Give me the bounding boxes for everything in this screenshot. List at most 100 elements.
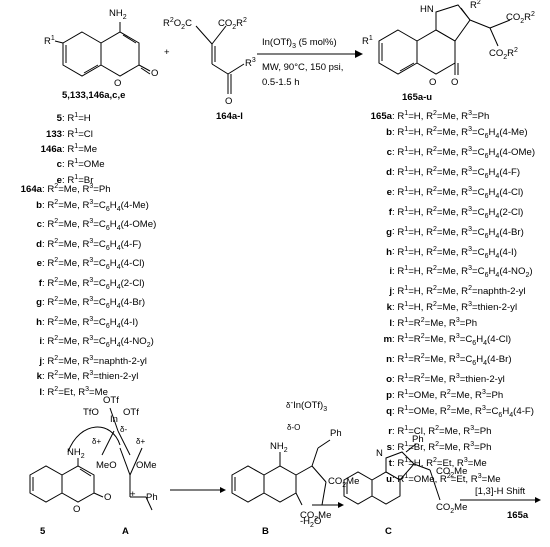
list-item-substituents: R1=Me	[67, 142, 98, 155]
list-item-id: e	[36, 258, 42, 270]
list-item: m: R1=R2=Me, R3=C6H4(4-Cl)	[362, 331, 535, 351]
list-item-substituents: R1=H	[67, 112, 91, 125]
list-item: e: R2=Me, R3=C6H4(4-Cl)	[12, 255, 156, 275]
list-item-id: i	[39, 336, 42, 348]
list-item: d: R1=H, R2=Me, R3=C6H4(4-F)	[362, 164, 535, 184]
list-item-id: j	[39, 355, 42, 367]
list-item-id: h	[386, 246, 392, 258]
list-item-id: p	[386, 390, 392, 402]
list-item-id: k	[36, 371, 42, 383]
list-item-substituents: R2=Me, R3=naphth-2-yl	[47, 354, 147, 367]
list-item: g: R1=H, R2=Me, R3=C6H4(4-Br)	[362, 223, 535, 243]
list-item-id: l	[39, 386, 42, 398]
list-item: e: R1=H, R2=Me, R3=C6H4(4-Cl)	[362, 184, 535, 204]
product-nh-label: HN	[420, 4, 434, 15]
list-item: 5: R1=H	[36, 110, 105, 125]
mechA-meo: MeO	[96, 460, 117, 471]
product-ring-oxygen: O	[429, 77, 436, 88]
list-item: s: R1=Br, R2=Me, R3=Ph	[362, 439, 535, 455]
list-item-id: 146a	[40, 143, 62, 155]
list-item-substituents: R1=R2=Me, R3=Ph	[397, 317, 478, 330]
list-item-substituents: R2=Me, R3=C6H4(2-Cl)	[47, 276, 145, 291]
list-item-id: d	[386, 166, 392, 178]
mechC-ester-2: CO2Me	[436, 502, 467, 515]
list-item-id: q	[386, 406, 392, 417]
list-item: t: R1=H, R2=Et, R3=Me	[362, 455, 535, 471]
mechC-ph: Ph	[412, 434, 424, 445]
mechB-ph: Ph	[330, 428, 342, 439]
list-item-id: n	[386, 354, 392, 366]
list-item-substituents: R1=Br	[67, 173, 94, 186]
list-item-id: l	[389, 318, 392, 330]
product-ester-top: CO2R2	[506, 11, 535, 25]
list-item-id: f	[38, 277, 42, 289]
list-item-id: u	[386, 473, 392, 485]
list-item-substituents: R1=Cl, R2=Me, R3=Ph	[397, 424, 492, 437]
product-ester-bottom: CO2R2	[489, 47, 518, 61]
list-item-id: o	[386, 374, 392, 386]
mechB-delta-o: δ-O	[287, 423, 300, 432]
list-item: j: R1=H, R2=Me, R2=naphth-2-yl	[362, 283, 535, 299]
catA-in: In	[110, 414, 118, 425]
mechA-ome: OMe	[136, 460, 157, 471]
r3-label: R3	[245, 57, 256, 69]
list-item-id: g	[386, 226, 392, 238]
list-item: 133: R1=Cl	[36, 125, 105, 140]
list-item-substituents: R2=Me, R3=C6H4(4-Cl)	[47, 257, 145, 272]
list-item-id: r	[388, 425, 392, 437]
list-item-substituents: R1=OMe, R2=Me, R3=C6H4(4-F)	[397, 404, 534, 419]
mechB-ester-2: CO2Me	[300, 510, 331, 523]
list-item-substituents: R2=Me, R3=Ph	[47, 183, 111, 196]
mech-label-5: 5	[40, 526, 46, 537]
product-r2-label: R2	[470, 0, 481, 11]
list-item-substituents: R1=R2=Me, R3=thien-2-yl	[397, 372, 505, 386]
list-item-substituents: R1=H, R2=Et, R3=Me	[397, 456, 487, 469]
list-item-substituents: R1=OMe, R2=Me, R3=Ph	[397, 388, 504, 402]
list-item-substituents: R1=OMe, R2=Et, R3=Me	[397, 472, 501, 485]
list-item-substituents: R2=Me, R3=thien-2-yl	[47, 370, 139, 383]
list-item-substituents: R1=H, R2=Me, R3=Ph	[397, 110, 490, 123]
list-item-id: d	[36, 238, 42, 250]
list-item: n: R1=R2=Me, R3=C6H4(4-Br)	[362, 351, 535, 371]
list-item-id: 133	[45, 128, 62, 140]
reactant-aminocoumarin	[62, 22, 151, 77]
list-item-id: j	[389, 286, 392, 298]
list-item: f: R2=Me, R3=C6H4(2-Cl)	[12, 275, 156, 295]
catA-delta-minus: δ-	[120, 425, 127, 434]
list-item: 165a: R1=H, R2=Me, R3=Ph	[362, 108, 535, 124]
list-item-substituents: R1=H, R2=Me, R3=C6H4(4-OMe)	[397, 145, 536, 160]
catA-delta-plus-1: δ+	[92, 437, 101, 446]
list-item-substituents: R2=Me, R3=C6H4(4-NO2)	[47, 335, 154, 350]
list-item-id: 165a	[370, 111, 392, 123]
list-item: o: R1=R2=Me, R3=thien-2-yl	[362, 371, 535, 387]
mech-label-B: B	[262, 526, 269, 537]
list-item: r: R1=Cl, R2=Me, R3=Ph	[362, 423, 535, 439]
product-pyrrolocoumarin	[378, 4, 511, 75]
list-item-id: i	[389, 266, 392, 278]
list-item-substituents: R1=H, R2=Me, R2=naphth-2-yl	[397, 285, 526, 298]
mechC-n: N	[376, 448, 383, 459]
list-item-substituents: R1=H, R2=Me, R3=C6H4(4-I)	[397, 245, 517, 260]
list-item-substituents: R1=OMe	[67, 158, 105, 171]
list-item-substituents: R1=R2=Me, R3=C6H4(4-Br)	[397, 352, 512, 368]
list-item: e: R1=Br	[36, 172, 105, 187]
catA-otf-top: OTf	[103, 395, 119, 406]
amine-label: NH2	[109, 8, 127, 21]
list-item: c: R1=OMe	[36, 156, 105, 171]
ring-oxygen-label: O	[114, 78, 121, 89]
list-item-substituents: R2=Me, R3=C6H4(4-F)	[47, 237, 142, 252]
product-r1-label: R1	[362, 35, 373, 47]
list-item-substituents: R1=H, R2=Me, R3=C6H4(4-F)	[397, 165, 521, 180]
reactant2-label: 164a-l	[216, 111, 243, 122]
mech-label-C: C	[385, 526, 392, 537]
list-item-id: 5	[56, 113, 62, 125]
mech-plus: +	[130, 489, 136, 500]
mech-shift: [1,3]-H Shift	[475, 486, 526, 497]
list-item-substituents: R1=H, R2=Me, R3=C6H4(4-Cl)	[397, 185, 524, 200]
list-item: b: R1=H, R2=Me, R3=C6H4(4-Me)	[362, 124, 535, 144]
mechA-ph: Ph	[146, 492, 158, 503]
list-item-id: 164a	[20, 184, 42, 196]
